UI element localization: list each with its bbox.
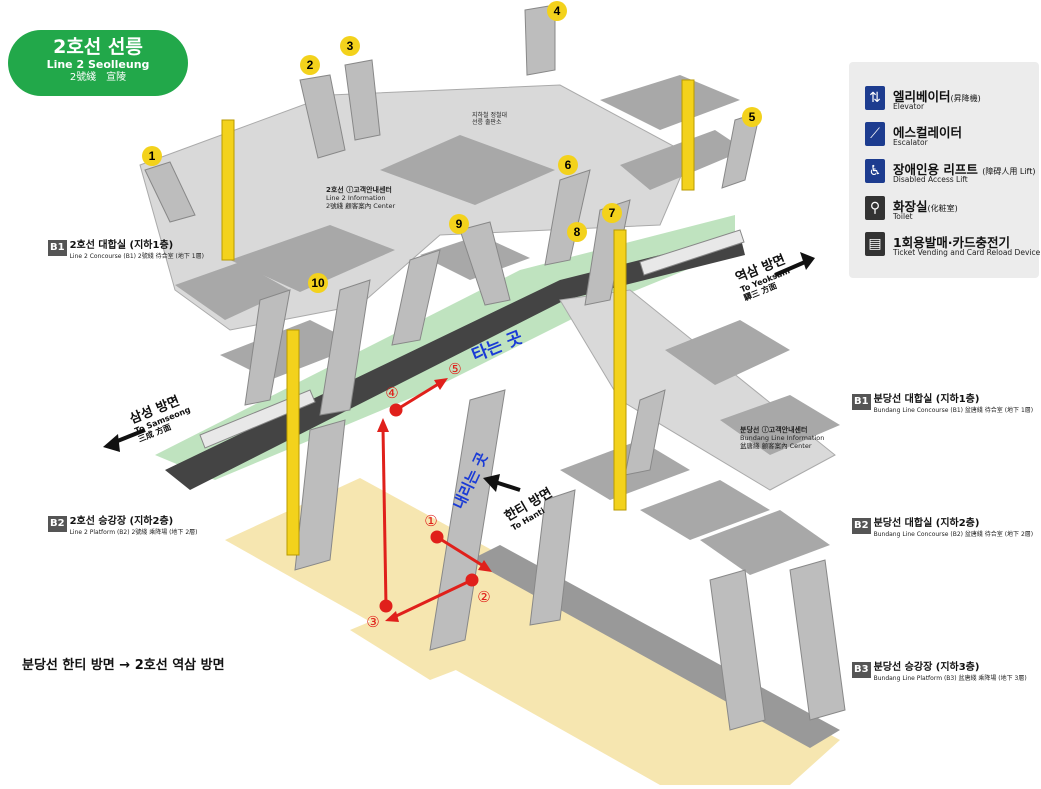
- svg-text:7: 7: [609, 206, 616, 220]
- svg-text:8: 8: [574, 225, 581, 239]
- station-name-cn: 2號綫 宣陵: [8, 71, 188, 84]
- level-tag-bundang-b2: B2 분당선 대합실 (지하2층)Bundang Line Concourse …: [852, 518, 1033, 539]
- legend-panel: ⇅ 엘리베이터(昇降機) Elevator ⟋ 에스컬레이터 Escalator…: [849, 62, 1039, 278]
- escalator-icon: ⟋: [865, 122, 885, 146]
- station-badge: 2호선 선릉 Line 2 Seolleung 2號綫 宣陵: [8, 30, 188, 96]
- exit-marker-4: 4: [547, 1, 567, 21]
- top-center-note: 지하철 정철대 선릉 출판소: [472, 112, 507, 126]
- svg-text:9: 9: [456, 217, 463, 231]
- exit-marker-5: 5: [742, 107, 762, 127]
- station-name-ko: 2호선 선릉: [8, 36, 188, 58]
- elevator-icon: ⇅: [865, 86, 885, 110]
- route-step-2: ②: [477, 588, 490, 606]
- svg-text:1: 1: [149, 149, 156, 163]
- info-center-bundang: 분당선 ⓘ고객안내센터 Bundang Line Information 盆唐綫…: [740, 426, 824, 450]
- ticket-icon: ▤: [865, 232, 885, 256]
- wheelchair-icon: ♿: [865, 159, 885, 183]
- route-step-5: ⑤: [448, 360, 461, 378]
- info-center-line2: 2호선 ⓘ고객안내센터 Line 2 Information 2號綫 顧客案內 …: [326, 186, 395, 210]
- exit-marker-10: 10: [308, 273, 328, 293]
- exit-marker-7: 7: [602, 203, 622, 223]
- exit-marker-1: 1: [142, 146, 162, 166]
- route-step-1: ①: [424, 512, 437, 530]
- svg-text:10: 10: [311, 276, 325, 290]
- level-tag-bundang-b3: B3 분당선 승강장 (지하3층)Bundang Line Platform (…: [852, 662, 1027, 683]
- svg-text:6: 6: [565, 158, 572, 172]
- svg-text:2: 2: [307, 58, 314, 72]
- level-tag-line2-b2: B2 2호선 승강장 (지하2층)Line 2 Platform (B2) 2號…: [48, 516, 198, 537]
- level-tag-line2-b1: B1 2호선 대합실 (지하1층)Line 2 Concourse (B1) 2…: [48, 240, 204, 261]
- svg-text:3: 3: [347, 39, 354, 53]
- svg-text:4: 4: [554, 4, 561, 18]
- exit-marker-9: 9: [449, 214, 469, 234]
- exit-marker-6: 6: [558, 155, 578, 175]
- svg-text:5: 5: [749, 110, 756, 124]
- route-step-3: ③: [366, 613, 379, 631]
- station-name-en: Line 2 Seolleung: [8, 58, 188, 71]
- level-tag-bundang-b1: B1 분당선 대합실 (지하1층)Bundang Line Concourse …: [852, 394, 1033, 415]
- exit-marker-3: 3: [340, 36, 360, 56]
- route-step-4: ④: [385, 384, 398, 402]
- route-caption: 분당선 한티 방면 → 2호선 역삼 방면: [22, 654, 225, 673]
- toilet-icon: ⚲: [865, 196, 885, 220]
- exit-marker-2: 2: [300, 55, 320, 75]
- exit-marker-8: 8: [567, 222, 587, 242]
